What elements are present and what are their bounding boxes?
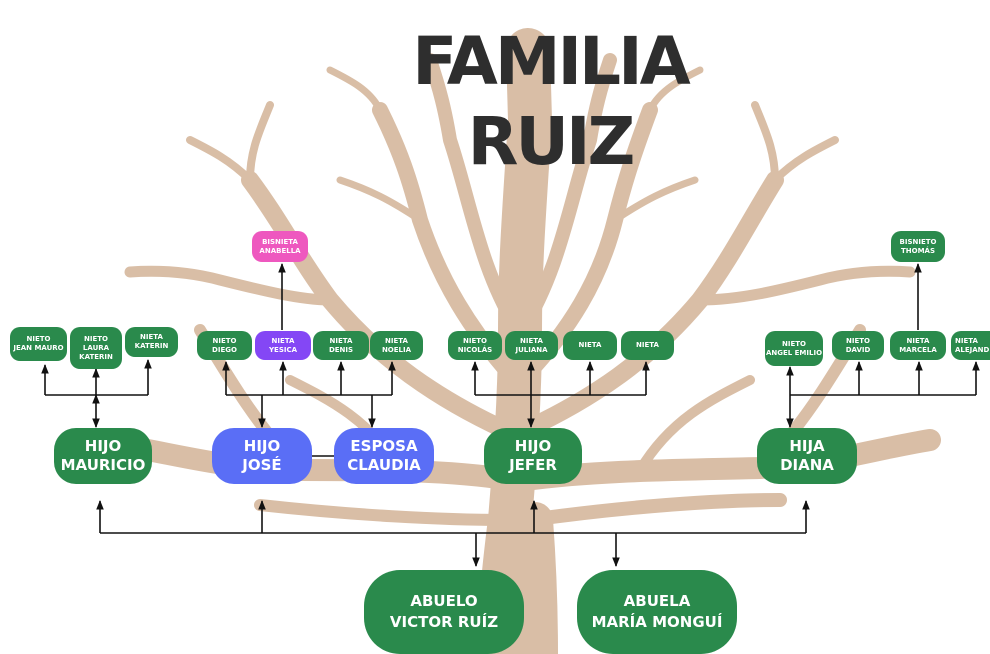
node-name: KATERIN: [134, 342, 169, 350]
node-role: HIJA: [789, 437, 825, 455]
node-role: NIETA: [955, 336, 978, 345]
child-node-mauricio: HIJO MAURICIO: [54, 428, 152, 484]
node-name: DIANA: [780, 456, 834, 474]
node-role: NIETO: [782, 339, 806, 348]
grandchild-node: NIETA ALEJANDRA: [951, 331, 990, 360]
node-name: LAURA: [82, 343, 110, 352]
node-role: NIETA: [636, 341, 659, 349]
grandchild-node: NIETA MARCELA: [890, 331, 946, 360]
node-role: ESPOSA: [350, 437, 418, 455]
grandchild-node-yesica: NIETA YESICA: [255, 331, 311, 360]
node-name: ANABELLA: [259, 246, 301, 255]
node-role: NIETO: [463, 336, 487, 345]
child-node-jefer: HIJO JEFER: [484, 428, 582, 484]
node-name: ANGEL EMILIO: [765, 348, 823, 357]
grandchild-node: NIETA JULIANA: [505, 331, 558, 360]
grandchild-node: NIETO ANGEL EMILIO: [765, 331, 823, 366]
grandfather-node: ABUELO VICTOR RUÍZ: [364, 570, 524, 654]
child-node-jose: HIJO JOSÉ: [212, 428, 312, 484]
node-name: NOELIA: [381, 345, 412, 354]
grandchild-node: NIETA NOELIA: [370, 331, 423, 360]
connector-lines: [41, 263, 980, 567]
node-role: ABUELO: [410, 592, 478, 610]
great-grandchild-node-anabella: BISNIETA ANABELLA: [252, 231, 308, 262]
node-name: DAVID: [845, 345, 871, 354]
node-role: BISNIETO: [899, 237, 937, 246]
node-role: NIETA: [140, 333, 163, 341]
node-name: NICOLÁS: [457, 345, 493, 354]
node-name: MAURICIO: [60, 456, 146, 474]
node-role: NIETO: [212, 336, 237, 345]
node-name: MARÍA MONGUÍ: [591, 613, 723, 631]
node-name: ALEJANDRA: [955, 345, 990, 354]
node-role: NIETA: [271, 336, 295, 345]
node-role: HIJO: [84, 437, 122, 455]
grandchild-node: NIETA: [621, 331, 674, 360]
node-role: NIETA: [385, 336, 408, 345]
node-role: NIETA: [578, 341, 602, 349]
node-name: MARCELA: [899, 345, 937, 354]
grandchild-node: NIETO NICOLÁS: [448, 331, 502, 360]
node-name: THOMÁS: [900, 246, 935, 255]
grandmother-node: ABUELA MARÍA MONGUÍ: [577, 570, 737, 654]
grandchild-node: NIETO DIEGO: [197, 331, 252, 360]
grandchild-node: NIETO DAVID: [832, 331, 884, 360]
node-name: CLAUDIA: [347, 456, 421, 474]
node-role: NIETO: [26, 335, 51, 343]
node-role: NIETA: [520, 336, 543, 345]
spouse-node-claudia: ESPOSA CLAUDIA: [334, 428, 434, 484]
node-role: NIETO: [84, 334, 108, 343]
grandchild-node: NIETA: [563, 331, 617, 360]
node-name: DENIS: [328, 345, 354, 354]
node-name: DIEGO: [212, 345, 237, 354]
node-name: JEFER: [509, 456, 557, 474]
grandchild-node: NIETO JEAN MAURO: [10, 327, 67, 361]
node-name: YESICA: [268, 345, 298, 354]
node-role: NIETO: [846, 336, 870, 345]
node-role: NIETA: [906, 336, 930, 345]
node-name: JEAN MAURO: [13, 344, 64, 352]
node-name-line: KATERIN: [79, 352, 113, 361]
node-role: HIJO: [514, 437, 552, 455]
node-role: NIETA: [329, 336, 353, 345]
node-role: HIJO: [243, 437, 281, 455]
grandchild-node: NIETO LAURA KATERIN: [70, 327, 122, 369]
node-role: BISNIETA: [262, 237, 298, 246]
page-title: FAMILIA RUIZ: [412, 23, 691, 180]
node-name: VICTOR RUÍZ: [389, 613, 499, 631]
node-name: JOSÉ: [242, 456, 282, 474]
node-role: ABUELA: [623, 592, 691, 610]
child-node-diana: HIJA DIANA: [757, 428, 857, 484]
grandchild-node: NIETA KATERIN: [125, 327, 178, 357]
grandchild-node: NIETA DENIS: [313, 331, 369, 360]
great-grandchild-node-thomas: BISNIETO THOMÁS: [891, 231, 945, 262]
node-name: JULIANA: [515, 345, 548, 354]
